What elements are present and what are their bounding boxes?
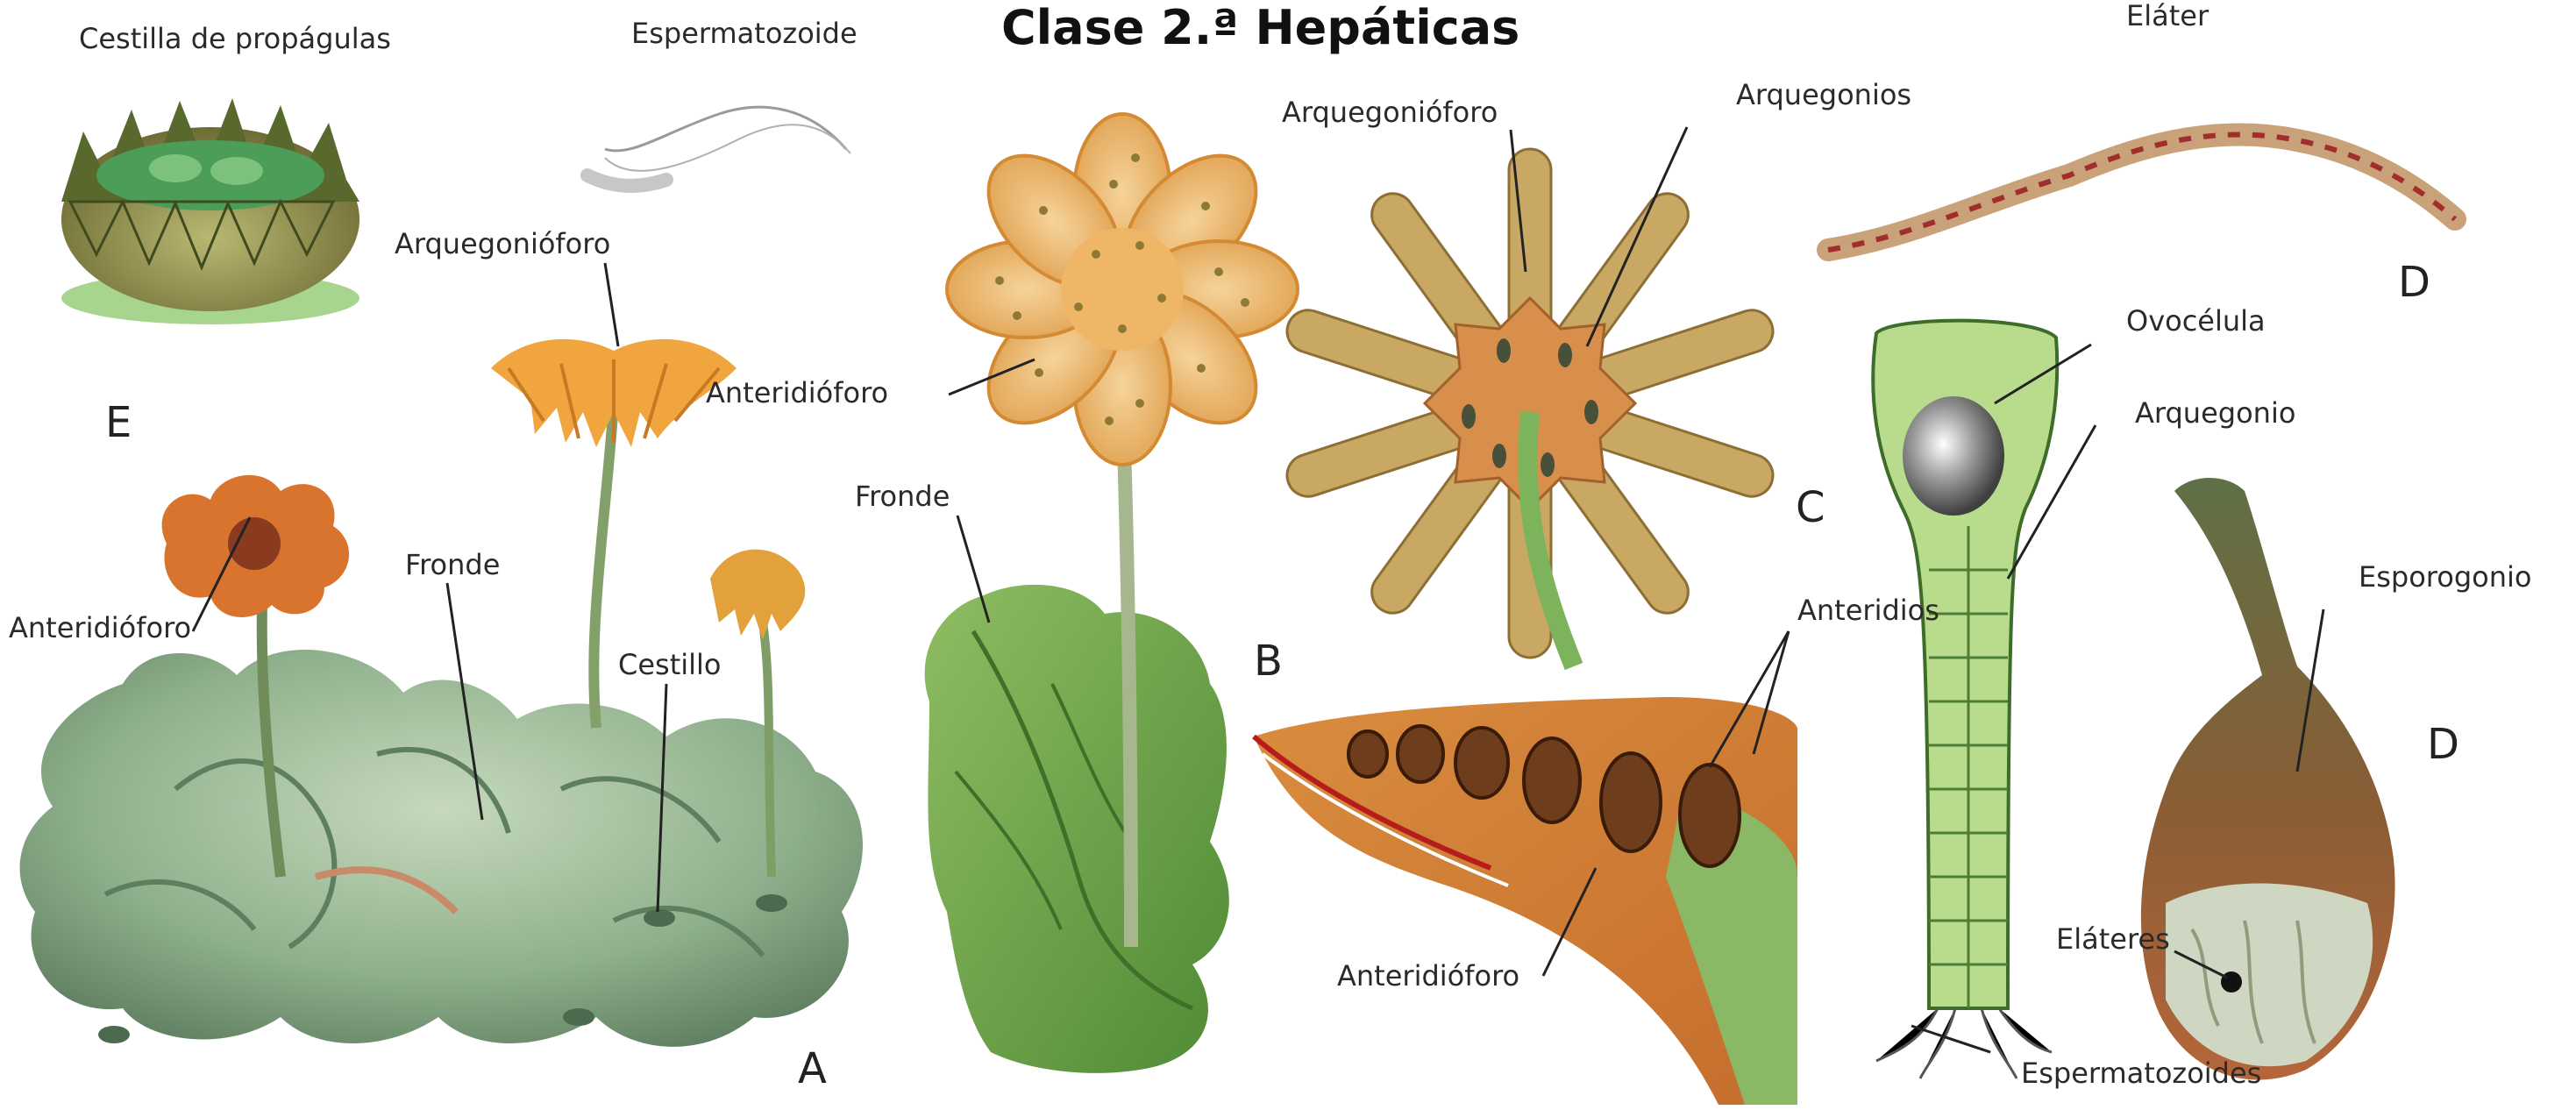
label-anteridioforo-section: Anteridióforo (1337, 962, 1519, 990)
label-espermatozoides: Espermatozoides (2021, 1059, 2261, 1087)
label-ovocelula: Ovocélula (2126, 307, 2266, 335)
arquegonio-drawing (1873, 321, 2057, 1078)
label-anteridios: Anteridios (1797, 596, 1939, 624)
label-anteridioforo-a: Anteridióforo (9, 614, 191, 642)
esporogonio-drawing (2141, 478, 2395, 1080)
letter-a: A (798, 1048, 827, 1090)
label-elateres: Eláteres (2056, 925, 2170, 953)
label-arquegonioforo-a: Arquegonióforo (395, 230, 610, 258)
plate-title: Clase 2.ª Hepáticas (1001, 2, 1519, 53)
letter-c: C (1796, 487, 1825, 529)
label-cestilla-propagulas: Cestilla de propágulas (79, 25, 391, 53)
letter-b: B (1254, 640, 1283, 682)
label-anteridioforo-b: Anteridióforo (706, 379, 888, 407)
arquegonioforo-star-drawing (1282, 149, 1778, 666)
label-fronde-a: Fronde (405, 551, 500, 579)
label-elater: Eláter (2126, 2, 2209, 30)
cestilla-propagulas-drawing (61, 98, 359, 324)
letter-d-bottom: D (2427, 723, 2459, 765)
label-cestillo: Cestillo (618, 651, 722, 679)
label-arquegonio: Arquegonio (2135, 399, 2295, 427)
elater-drawing (1828, 135, 2455, 250)
letter-e: E (105, 402, 132, 444)
espermatozoide-drawing (587, 107, 850, 186)
letter-d-top: D (2398, 261, 2430, 303)
label-arquegonios: Arquegonios (1736, 81, 1911, 109)
planta-a-drawing (20, 339, 863, 1047)
label-espermatozoide: Espermatozoide (631, 19, 857, 47)
label-esporogonio: Esporogonio (2359, 563, 2531, 591)
label-fronde-b: Fronde (855, 482, 950, 510)
label-arquegonioforo-c: Arquegonióforo (1282, 98, 1498, 126)
